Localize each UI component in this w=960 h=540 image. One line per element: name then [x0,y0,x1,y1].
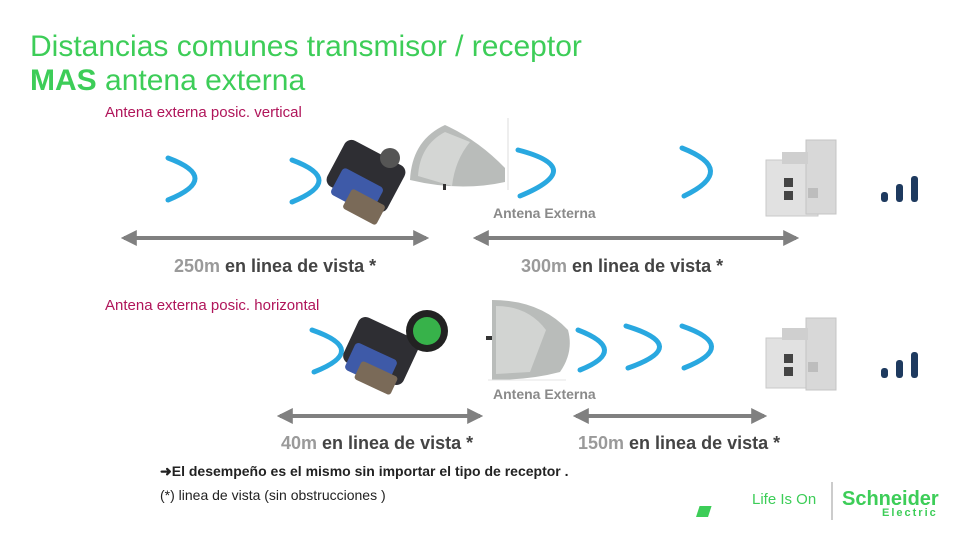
distance-value: 250m [174,256,221,276]
antenna-label-1: Antena Externa [493,205,596,221]
antenna-label-2: Antena Externa [493,386,596,402]
wave-icon [309,327,344,375]
distance-text: en linea de vista * [567,256,724,276]
distance-label-1-right: 300m en linea de vista * [521,256,723,277]
arrow-bullet-icon: ➜ [160,463,172,479]
brand-logo-bottom: Electric [882,507,938,519]
wave-icon [289,157,322,205]
svg-text:E: E [868,507,875,518]
signal-strength-icon [881,176,918,202]
distance-label-2-left: 40m en linea de vista * [281,433,473,454]
distance-value: 40m [281,433,318,453]
note-line-of-sight: (*) linea de vista (sin obstrucciones ) [160,487,386,503]
footer-tagline: Life Is On [752,491,817,508]
wave-icon [623,323,662,371]
title-line-1: Distancias comunes transmisor / receptor [30,30,582,63]
brand-logo-top: Schneider [842,488,939,510]
wave-icon [575,327,607,373]
section1-label: Antena externa posic. vertical [105,104,302,121]
distance-label-2-right: 150m en linea de vista * [578,433,780,454]
distance-text: en linea de vista * [220,256,377,276]
wave-icon [515,147,556,199]
schneider-e-icon: E [696,506,875,518]
distance-text: en linea de vista * [624,433,781,453]
distance-label-1-left: 250m en linea de vista * [174,256,376,277]
pushbutton-transmitter-green-icon [343,310,448,395]
din-receiver-module-icon [765,139,837,217]
external-antenna-horizontal-icon [486,300,570,380]
external-antenna-vertical-icon [410,125,505,190]
title-bold-word: MAS [30,64,97,97]
distance-value: 150m [578,433,625,453]
distance-value: 300m [521,256,568,276]
wave-icon [165,155,198,203]
wave-icon [679,145,713,199]
pushbutton-transmitter-icon [326,139,406,225]
note-text: El desempeño es el mismo sin importar el… [171,463,569,479]
wave-icon [679,323,714,371]
page-title: Distancias comunes transmisor / receptor… [30,30,582,98]
title-rest: antena externa [96,64,306,97]
distance-text: en linea de vista * [317,433,474,453]
signal-strength-icon [881,352,918,378]
din-receiver-module-icon [765,317,837,391]
section2-label: Antena externa posic. horizontal [105,297,320,314]
title-line-2: MAS antena externa [30,64,582,98]
note-performance: ➜El desempeño es el mismo sin importar e… [160,463,569,480]
